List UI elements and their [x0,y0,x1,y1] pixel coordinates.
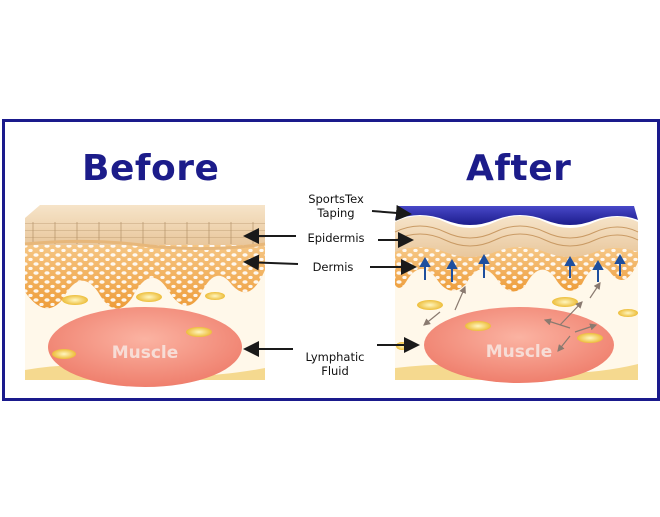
lift-arrows [419,253,626,282]
lymphatic-fluid-label-line2: Fluid [321,364,349,378]
before-muscle-label: Muscle [112,343,179,363]
epidermis-label: Epidermis [307,231,365,245]
drainage-arrows [423,282,601,352]
after-heading: After [466,148,572,189]
after-muscle-label: Muscle [486,342,553,362]
sportstex-taping-label-line2: Taping [317,206,355,220]
dermis-label: Dermis [312,260,354,274]
before-heading: Before [82,148,220,189]
label-arrows [243,204,420,357]
before-panel [24,205,266,387]
lymphatic-fluid-label: Lymphatic Fluid [293,350,377,378]
sportstex-taping-label: SportsTex Taping [300,192,372,220]
lymphatic-fluid-label-line1: Lymphatic [305,350,365,364]
sportstex-taping-label-line1: SportsTex [308,192,364,206]
after-panel [394,206,639,383]
